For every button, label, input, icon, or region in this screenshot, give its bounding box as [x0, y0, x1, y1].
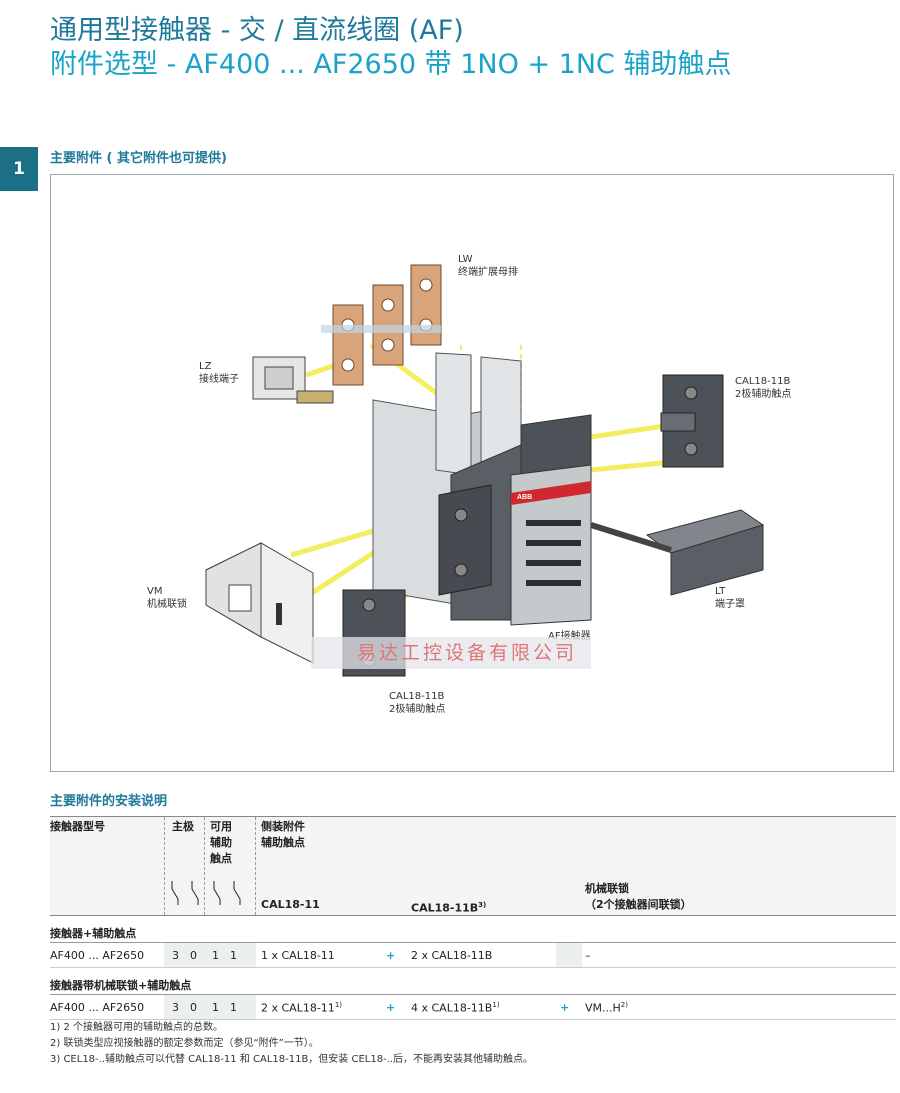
footnotes: 1) 2 个接触器可用的辅助触点的总数。 2) 联锁类型应视接触器的额定参数而定… [50, 1020, 533, 1068]
label-lw: LW 终端扩展母排 [458, 254, 518, 278]
accessory-figure: ABB [50, 174, 894, 772]
header-side: 侧装附件 辅助触点 [261, 820, 305, 849]
label-lz: LZ 接线端子 [199, 361, 239, 385]
aux-contact-cal18-11b-right [660, 374, 724, 468]
header-cal18-11b: CAL18-11B3) [411, 901, 487, 915]
page-title-line1: 通用型接触器 - 交 / 直流线圈 (AF) [50, 15, 464, 46]
connection-terminal-lz [252, 356, 334, 404]
exploded-diagram: ABB [205, 264, 765, 677]
footnote-2: 2) 联锁类型应视接触器的额定参数而定（参见“附件”一节）。 [50, 1038, 319, 1049]
mechanical-interlock-vm [205, 542, 314, 664]
label-cal-bottom: CAL18-11B 2极辅助触点 [389, 691, 446, 715]
contact-symbols [171, 881, 241, 905]
footnote-1: 1) 2 个接触器可用的辅助触点的总数。 [50, 1022, 223, 1033]
group-title-2: 接触器带机械联锁+辅助触点 [50, 979, 192, 992]
chapter-tab: 1 [0, 147, 38, 191]
header-model: 接触器型号 [50, 820, 105, 833]
side-aux-contact-front [438, 484, 492, 596]
terminal-bars-lw [321, 264, 442, 386]
label-lt: LT 端子罩 [715, 586, 745, 610]
footnote-3: 3) CEL18-..辅助触点可以代替 CAL18-11 和 CAL18-11B… [50, 1054, 534, 1065]
table-row: AF400 ... AF2650 3 0 1 1 2 x CAL18-111) … [50, 994, 896, 1020]
watermark: 易达工控设备有限公司 [311, 637, 591, 669]
label-cal-right: CAL18-11B 2极辅助触点 [735, 376, 792, 400]
label-af-contactor: AF接触器 [548, 630, 591, 643]
brand-logo: ABB [517, 494, 532, 501]
header-aux: 可用 辅助 触点 [210, 820, 232, 865]
header-interlock: 机械联锁 （2个接触器间联锁） [585, 882, 692, 911]
header-poles: 主极 [172, 820, 194, 833]
terminal-cover-lt [590, 509, 765, 596]
page-title-line2: 附件选型 - AF400 ... AF2650 带 1NO + 1NC 辅助触点 [50, 49, 732, 80]
installation-table: 接触器型号 主极 可用 辅助 触点 侧装附件 辅助触点 CAL18-11 CAL… [50, 816, 896, 1020]
section-title-installation: 主要附件的安装说明 [50, 794, 168, 809]
group-title-1: 接触器+辅助触点 [50, 927, 137, 940]
table-row: AF400 ... AF2650 3 0 1 1 1 x CAL18-11 + … [50, 942, 896, 968]
label-vm: VM 机械联锁 [147, 586, 187, 610]
header-cal18-11: CAL18-11 [261, 898, 320, 911]
table-header: 接触器型号 主极 可用 辅助 触点 侧装附件 辅助触点 CAL18-11 CAL… [50, 816, 896, 916]
section-title-accessories: 主要附件 ( 其它附件也可提供) [50, 151, 227, 166]
